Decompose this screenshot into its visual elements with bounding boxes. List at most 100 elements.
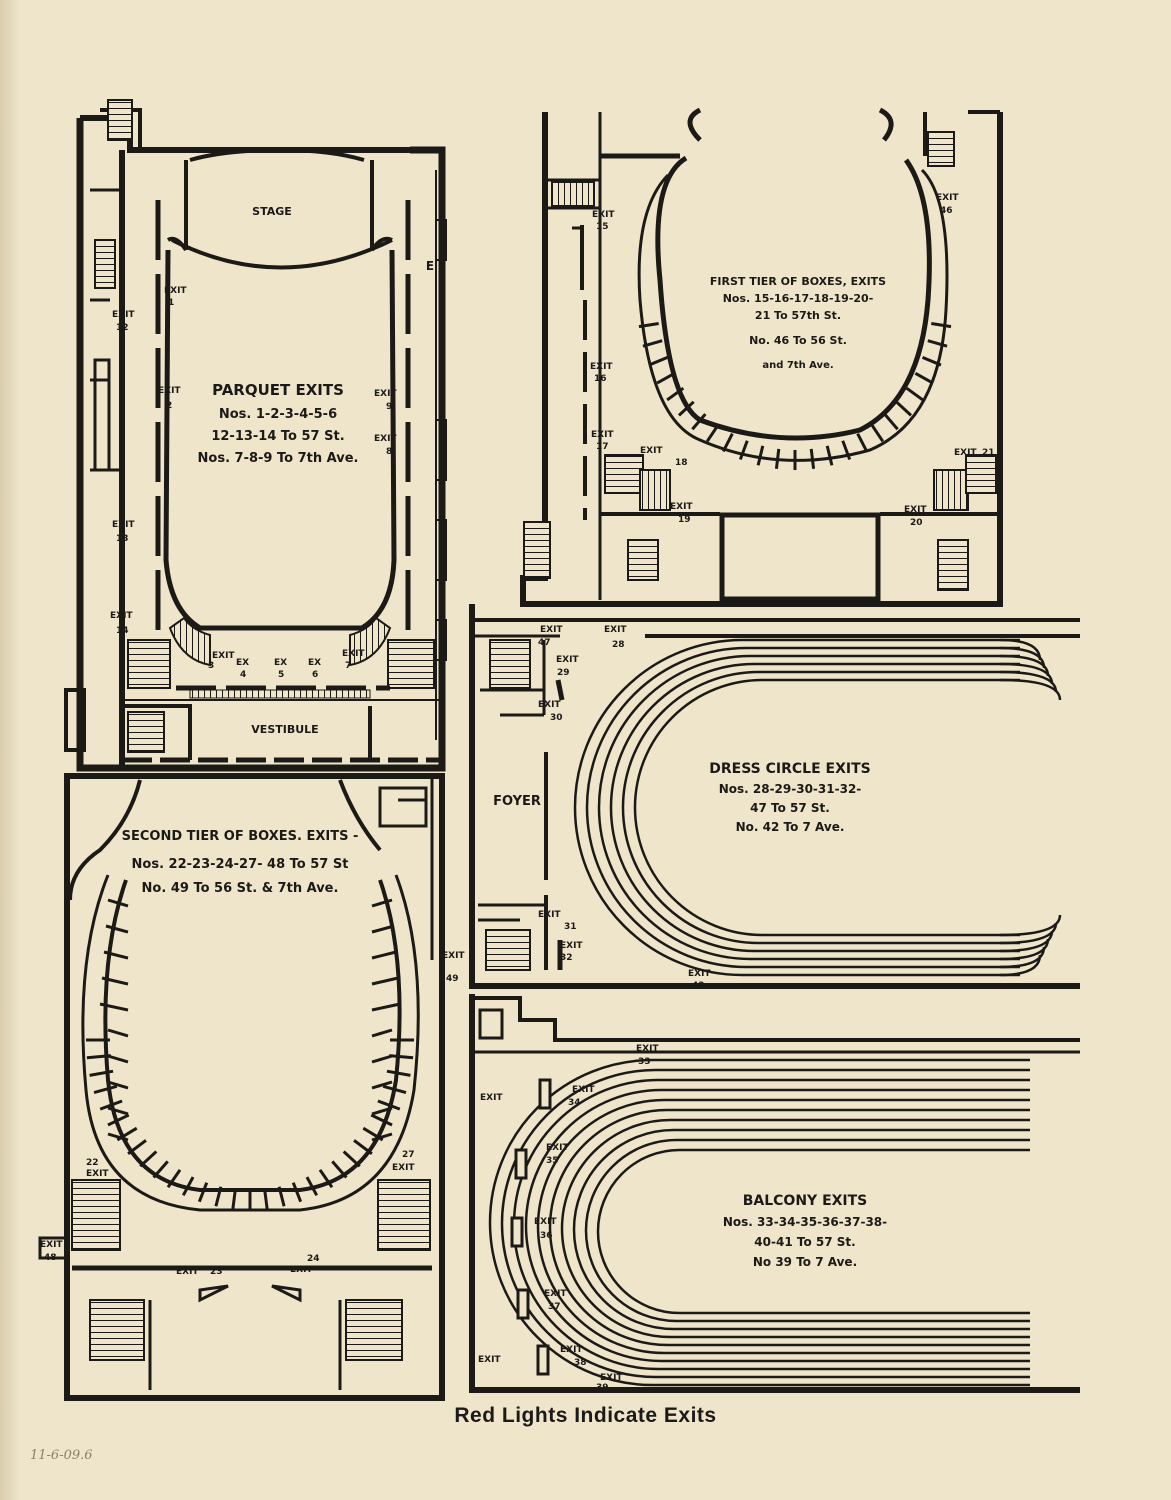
exit-word: EXIT: [591, 430, 614, 440]
box-partition: [841, 440, 852, 461]
exit-number: 28: [612, 640, 625, 650]
box-partition: [371, 924, 395, 934]
exit-word: EXIT: [538, 700, 561, 710]
box-partition: [371, 1132, 393, 1142]
exit-number: 4: [240, 670, 246, 680]
dress-circle-line-3: No. 42 To 7 Ave.: [736, 820, 845, 834]
exit-number: 6: [312, 670, 318, 680]
box-partition: [99, 1099, 123, 1111]
exit-word: EXIT: [158, 386, 181, 396]
exit-word: EXIT: [40, 1240, 63, 1250]
exit-number: 1: [168, 298, 174, 308]
vestibule-label: VESTIBULE: [251, 723, 318, 736]
balcony-row: [572, 1128, 1030, 1331]
exit-word: EXIT: [560, 1345, 583, 1355]
box-partition: [914, 371, 934, 385]
box-partition: [107, 898, 129, 908]
exit-word: EXIT: [556, 655, 579, 665]
exit-word: EXIT: [954, 448, 977, 458]
exit-number: 39: [596, 1383, 609, 1393]
box-partition: [107, 1106, 129, 1116]
exit-number: 30: [550, 713, 563, 723]
exit-word: EXIT: [572, 1085, 595, 1095]
exit-word: EXIT: [164, 286, 187, 296]
exit-word: EXIT: [374, 389, 397, 399]
exit-number: 21: [982, 448, 995, 458]
box-partition: [648, 356, 669, 367]
box-partition: [738, 440, 749, 461]
exit-word: EXIT: [540, 625, 563, 635]
dress-circle-row-end: [999, 662, 1054, 685]
box-partition: [371, 950, 397, 960]
exit-number: 37: [548, 1302, 561, 1312]
exit-word: EXIT: [112, 520, 135, 530]
box-partition: [166, 1169, 182, 1189]
exit-word: EXIT: [534, 1217, 557, 1227]
box-partition: [677, 400, 695, 417]
exit-number: 48: [44, 1253, 57, 1263]
balcony-row: [596, 1148, 1030, 1315]
box-partition: [382, 1084, 407, 1094]
balcony-row: [560, 1118, 1030, 1339]
dress-circle-row: [621, 670, 1020, 945]
dress-circle-row-end: [999, 678, 1062, 701]
exit-number: 33: [638, 1057, 651, 1067]
box-partition: [105, 924, 129, 934]
box-partition: [705, 423, 720, 443]
exit-word: EXIT: [480, 1093, 503, 1103]
box-partition: [389, 1054, 414, 1060]
box-partition: [152, 1160, 169, 1179]
box-partition: [371, 1106, 393, 1116]
exit-word: EXIT: [560, 941, 583, 951]
exit-word: EXIT: [176, 1267, 199, 1277]
box-partition: [756, 445, 765, 466]
exit-number: 2: [166, 401, 172, 411]
box-partition: [277, 1186, 286, 1207]
second-tier-line-1: Nos. 22-23-24-27- 48 To 57 St: [132, 857, 349, 872]
box-partition: [370, 1113, 393, 1127]
balcony-row: [536, 1098, 1030, 1355]
box-partition: [107, 1054, 129, 1064]
exit-word: EXIT: [538, 910, 561, 920]
first-tier-line-1: Nos. 15-16-17-18-19-20-: [723, 292, 874, 305]
parquet-line-1: Nos. 1-2-3-4-5-6: [219, 407, 337, 422]
exit-word: EXIT: [342, 649, 365, 659]
box-partition: [305, 1176, 319, 1197]
exit-word: EXIT: [688, 969, 711, 979]
dress-circle-line-2: 47 To 57 St.: [750, 801, 830, 815]
exit-number: 35: [546, 1156, 559, 1166]
box-partition: [291, 1182, 303, 1203]
exit-number: 46: [940, 206, 953, 216]
first-tier-line-4: and 7th Ave.: [762, 360, 833, 371]
second-tier-plan: [38, 773, 445, 1401]
box-partition: [371, 1080, 393, 1090]
box-partition: [101, 976, 129, 986]
box-partition: [386, 1069, 411, 1077]
box-partition: [99, 1002, 129, 1012]
box-partition: [371, 1054, 393, 1064]
dress-circle-row: [573, 638, 1020, 977]
box-partition: [89, 1069, 114, 1077]
parquet-line-3: Nos. 7-8-9 To 7th Ave.: [198, 451, 359, 466]
first-tier-line-3: No. 46 To 56 St.: [749, 334, 847, 347]
exit-word: EXIT: [544, 1289, 567, 1299]
dress-circle-row-end: [999, 670, 1058, 693]
exit-word: EXIT: [212, 651, 235, 661]
box-partition: [377, 1099, 401, 1111]
exit-word: EXIT: [590, 362, 613, 372]
exit-number: 20: [910, 518, 923, 528]
balcony-title: BALCONY EXITS: [743, 1193, 868, 1209]
box-partition: [93, 1084, 118, 1094]
box-partition: [883, 413, 899, 431]
ex-word: EX: [236, 658, 249, 668]
exit-number: 27: [402, 1150, 415, 1160]
dress-circle-row: [609, 662, 1020, 953]
exit-word: EXIT: [936, 193, 959, 203]
dress-circle-title: DRESS CIRCLE EXITS: [709, 761, 870, 777]
second-tier-line-2: No. 49 To 56 St. & 7th Ave.: [142, 881, 339, 896]
box-partition: [127, 1139, 147, 1155]
exit-word: EXIT: [392, 1163, 415, 1173]
box-partition: [371, 976, 399, 986]
ex-word: EX: [274, 658, 287, 668]
exit-number: 36: [540, 1231, 553, 1241]
